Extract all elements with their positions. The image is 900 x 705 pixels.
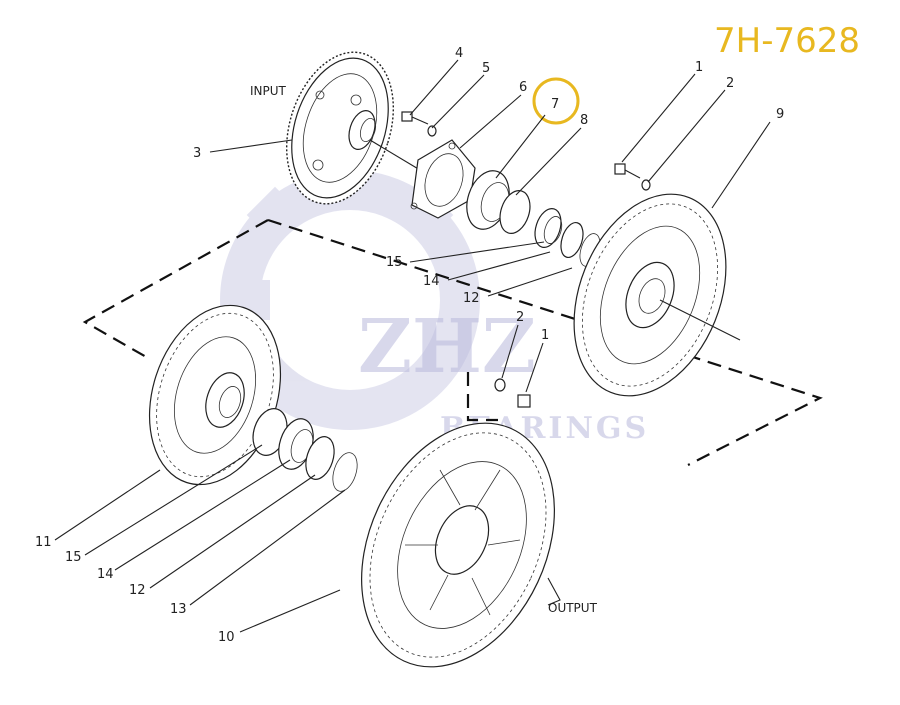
bolt-4-icon: [401, 111, 413, 122]
input-gear: [285, 51, 421, 205]
callout-14-upper: 14: [423, 274, 440, 289]
bolt-1-mid-icon: [517, 394, 531, 408]
callout-14-lower: 14: [97, 567, 114, 582]
reference-code: 7H-7628: [714, 21, 860, 61]
callout-1-middle: 1: [541, 328, 549, 343]
lower-rings: [252, 408, 358, 492]
output-dashed-guide: [466, 372, 498, 422]
callout-9: 9: [776, 107, 784, 122]
washer-5-icon: [427, 125, 437, 137]
watermark-brand: ZHZ: [358, 304, 536, 390]
washer-2-icon: [641, 179, 651, 191]
upper-rings: [499, 190, 601, 267]
callout-12-lower: 12: [129, 583, 146, 598]
drum-9: [573, 193, 741, 397]
highlight-ring: [532, 77, 580, 125]
callout-6: 6: [519, 80, 527, 95]
callout-4: 4: [455, 46, 463, 61]
callout-5: 5: [482, 61, 490, 76]
callout-15-upper: 15: [386, 255, 403, 270]
washer-2-mid-icon: [494, 378, 506, 392]
callout-13: 13: [170, 602, 187, 617]
leader-lines: [54, 59, 771, 633]
output-label: OUTPUT: [548, 601, 598, 615]
upper-bolt-group: [401, 111, 651, 191]
part-callouts: 4 5 6 7 8 1 2 9 3 15 14 12 2 1 11 15 14 …: [35, 46, 784, 645]
middle-bolt-group: [494, 378, 531, 408]
assembly-dashed-outline: [82, 218, 823, 466]
callout-2-middle: 2: [516, 310, 524, 325]
disc-11: [148, 304, 282, 486]
callout-12-upper: 12: [463, 291, 480, 306]
callout-3: 3: [193, 146, 201, 161]
callout-7: 7: [551, 97, 559, 112]
callout-11: 11: [35, 535, 52, 550]
input-label: INPUT: [250, 84, 287, 98]
callout-2: 2: [726, 76, 734, 91]
callout-8: 8: [580, 113, 588, 128]
housing-10: [361, 422, 561, 668]
callout-10: 10: [218, 630, 235, 645]
plate-6: [410, 139, 476, 219]
callout-1: 1: [695, 60, 703, 75]
bolt-1-icon: [614, 163, 626, 175]
callout-15-lower: 15: [65, 550, 82, 565]
